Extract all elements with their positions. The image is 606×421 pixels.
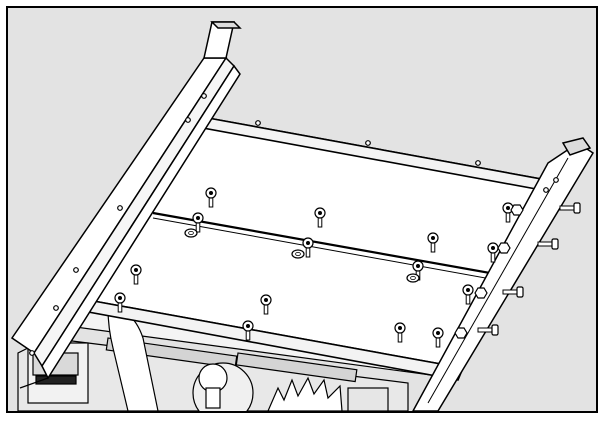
bolt-icon <box>412 260 424 281</box>
carriage-bolts <box>114 187 524 348</box>
bolt-icon <box>394 322 406 343</box>
bolt-icon <box>314 207 326 228</box>
bolt-center <box>264 298 268 302</box>
rail-hole <box>475 160 481 166</box>
nut-icon <box>497 242 511 254</box>
bolt-center <box>209 191 213 195</box>
rail-hole <box>255 120 261 126</box>
bolt-icon <box>192 212 204 233</box>
bolt-icon <box>260 294 272 315</box>
rail-hole <box>73 267 79 273</box>
washer-hole <box>188 230 194 235</box>
loose-bolt-head <box>516 286 524 298</box>
assembly-drawing <box>8 8 596 411</box>
saw-blade-icon <box>267 376 343 411</box>
loose-bolt-head <box>573 202 581 214</box>
bolt-icon <box>427 232 439 253</box>
loose-bolt-icon <box>502 286 524 298</box>
rail-hole <box>553 177 559 183</box>
rail-hole <box>185 117 191 123</box>
washer-hole <box>295 251 301 256</box>
loose-bolt-head <box>491 324 499 336</box>
bolt-center <box>491 246 495 250</box>
bolt-center <box>431 236 435 240</box>
nut-icon <box>510 204 524 216</box>
rail-hole <box>201 93 207 99</box>
bolt-icon <box>502 202 514 223</box>
nut-icon <box>474 287 488 299</box>
loose-bolt-icon <box>477 324 499 336</box>
bolt-icon <box>302 237 314 258</box>
bolt-icon <box>487 242 499 263</box>
bolt-center <box>134 268 138 272</box>
bolt-center <box>196 216 200 220</box>
bolt-icon <box>432 327 444 348</box>
rail-hole <box>53 305 59 311</box>
loose-bolt-icon <box>559 202 581 214</box>
rail-holes <box>29 93 559 356</box>
bolt-icon <box>205 187 217 208</box>
nut-icon <box>454 327 468 339</box>
bolt-center <box>118 296 122 300</box>
bolt-center <box>398 326 402 330</box>
loose-bolt-head <box>551 238 559 250</box>
rail-hole <box>543 187 549 193</box>
bolt-center <box>436 331 440 335</box>
bolt-center <box>416 264 420 268</box>
bolt-icon <box>114 292 126 313</box>
rail-hole <box>117 205 123 211</box>
illustration-frame <box>6 6 598 413</box>
bolt-icon <box>462 284 474 305</box>
loose-bolts <box>477 202 581 336</box>
rail-hole <box>365 140 371 146</box>
bolt-center <box>466 288 470 292</box>
bolt-center <box>318 211 322 215</box>
right-rail <box>412 137 595 411</box>
bolt-center <box>306 241 310 245</box>
loose-bolt-icon <box>537 238 559 250</box>
washer-hole <box>410 275 416 280</box>
bolt-icon <box>242 320 254 341</box>
bolt-center <box>246 324 250 328</box>
rail-hole <box>29 350 35 356</box>
bolt-center <box>506 206 510 210</box>
bolt-icon <box>130 264 142 285</box>
